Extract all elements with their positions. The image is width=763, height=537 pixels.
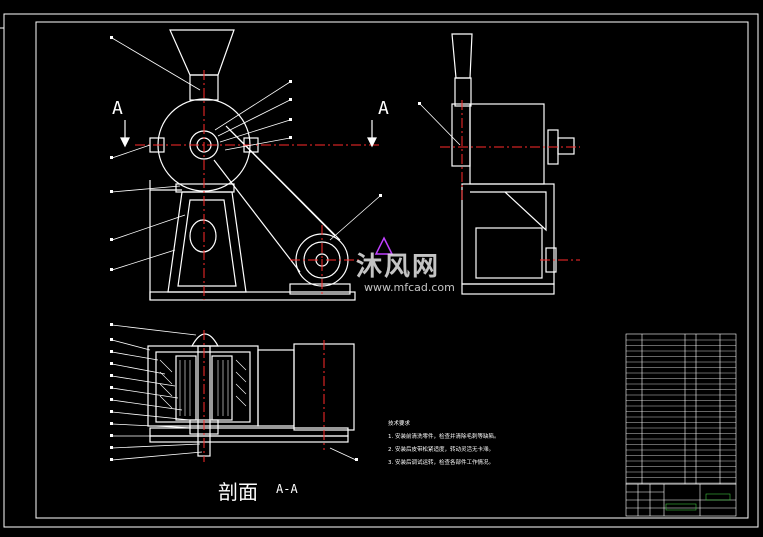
section-screen-right bbox=[211, 355, 233, 421]
watermark-text: 沐风网 bbox=[356, 252, 441, 282]
section-view bbox=[147, 333, 355, 457]
side-housing-left bbox=[451, 103, 471, 167]
section-base bbox=[149, 427, 349, 437]
side-hopper bbox=[451, 33, 473, 79]
side-leader-dot bbox=[418, 102, 421, 105]
section-screen-left bbox=[175, 355, 197, 421]
hopper bbox=[169, 29, 235, 76]
technical-note-item: 2. 安装后皮带松紧适度，转动灵活无卡滞。 bbox=[388, 447, 494, 453]
section-markers bbox=[120, 120, 377, 148]
side-view bbox=[451, 33, 575, 295]
belt-top2 bbox=[229, 129, 341, 241]
stand-window bbox=[189, 219, 217, 253]
section-housing-inner bbox=[155, 351, 251, 423]
watermark-url: www.mfcad.com bbox=[364, 281, 455, 294]
section-name: A-A bbox=[276, 482, 298, 496]
stand-inner bbox=[177, 199, 237, 287]
section-marker-right: A bbox=[378, 98, 389, 119]
side-brace bbox=[470, 191, 547, 232]
section-housing bbox=[147, 345, 259, 427]
front-leaders bbox=[111, 37, 381, 271]
section-marker-left: A bbox=[112, 98, 123, 119]
outer-frame bbox=[3, 13, 759, 528]
section-body bbox=[257, 349, 295, 427]
title-block bbox=[625, 483, 737, 517]
section-centerlines bbox=[203, 330, 325, 462]
side-hopper-neck bbox=[454, 77, 472, 107]
side-centerlines bbox=[440, 100, 580, 261]
section-leaders bbox=[111, 324, 357, 461]
section-base2 bbox=[149, 435, 349, 443]
section-title: 剖面 bbox=[218, 480, 258, 504]
section-cap bbox=[190, 333, 220, 347]
front-leader-dots bbox=[110, 36, 382, 271]
side-housing bbox=[469, 103, 545, 185]
side-base bbox=[461, 283, 555, 295]
base-plate bbox=[149, 291, 356, 301]
technical-note-item: 1. 安装前清洗零件，检查并清除毛刺等缺陷。 bbox=[388, 434, 500, 440]
technical-note-item: 3. 安装后调试运转，检查各部件工作情况。 bbox=[388, 460, 494, 466]
motor-mount bbox=[289, 283, 351, 295]
belt-bottom bbox=[213, 159, 301, 273]
watermark-logo-icon bbox=[374, 236, 394, 255]
technical-notes-heading: 技术要求 bbox=[388, 421, 411, 427]
technical-notes: 技术要求 1. 安装前清洗零件，检查并清除毛刺等缺陷。 2. 安装后皮带松紧适度… bbox=[388, 418, 500, 470]
inner-frame bbox=[35, 21, 749, 519]
side-leaders bbox=[419, 103, 461, 146]
section-leader-dots bbox=[110, 323, 358, 461]
watermark: 沐风网 www.mfcad.com bbox=[356, 246, 455, 294]
section-hatch bbox=[159, 359, 247, 416]
parts-list-rows bbox=[626, 339, 736, 484]
side-shaft-end bbox=[557, 137, 575, 155]
front-centerlines bbox=[135, 70, 380, 300]
side-motor bbox=[475, 227, 543, 279]
front-view bbox=[149, 29, 356, 301]
